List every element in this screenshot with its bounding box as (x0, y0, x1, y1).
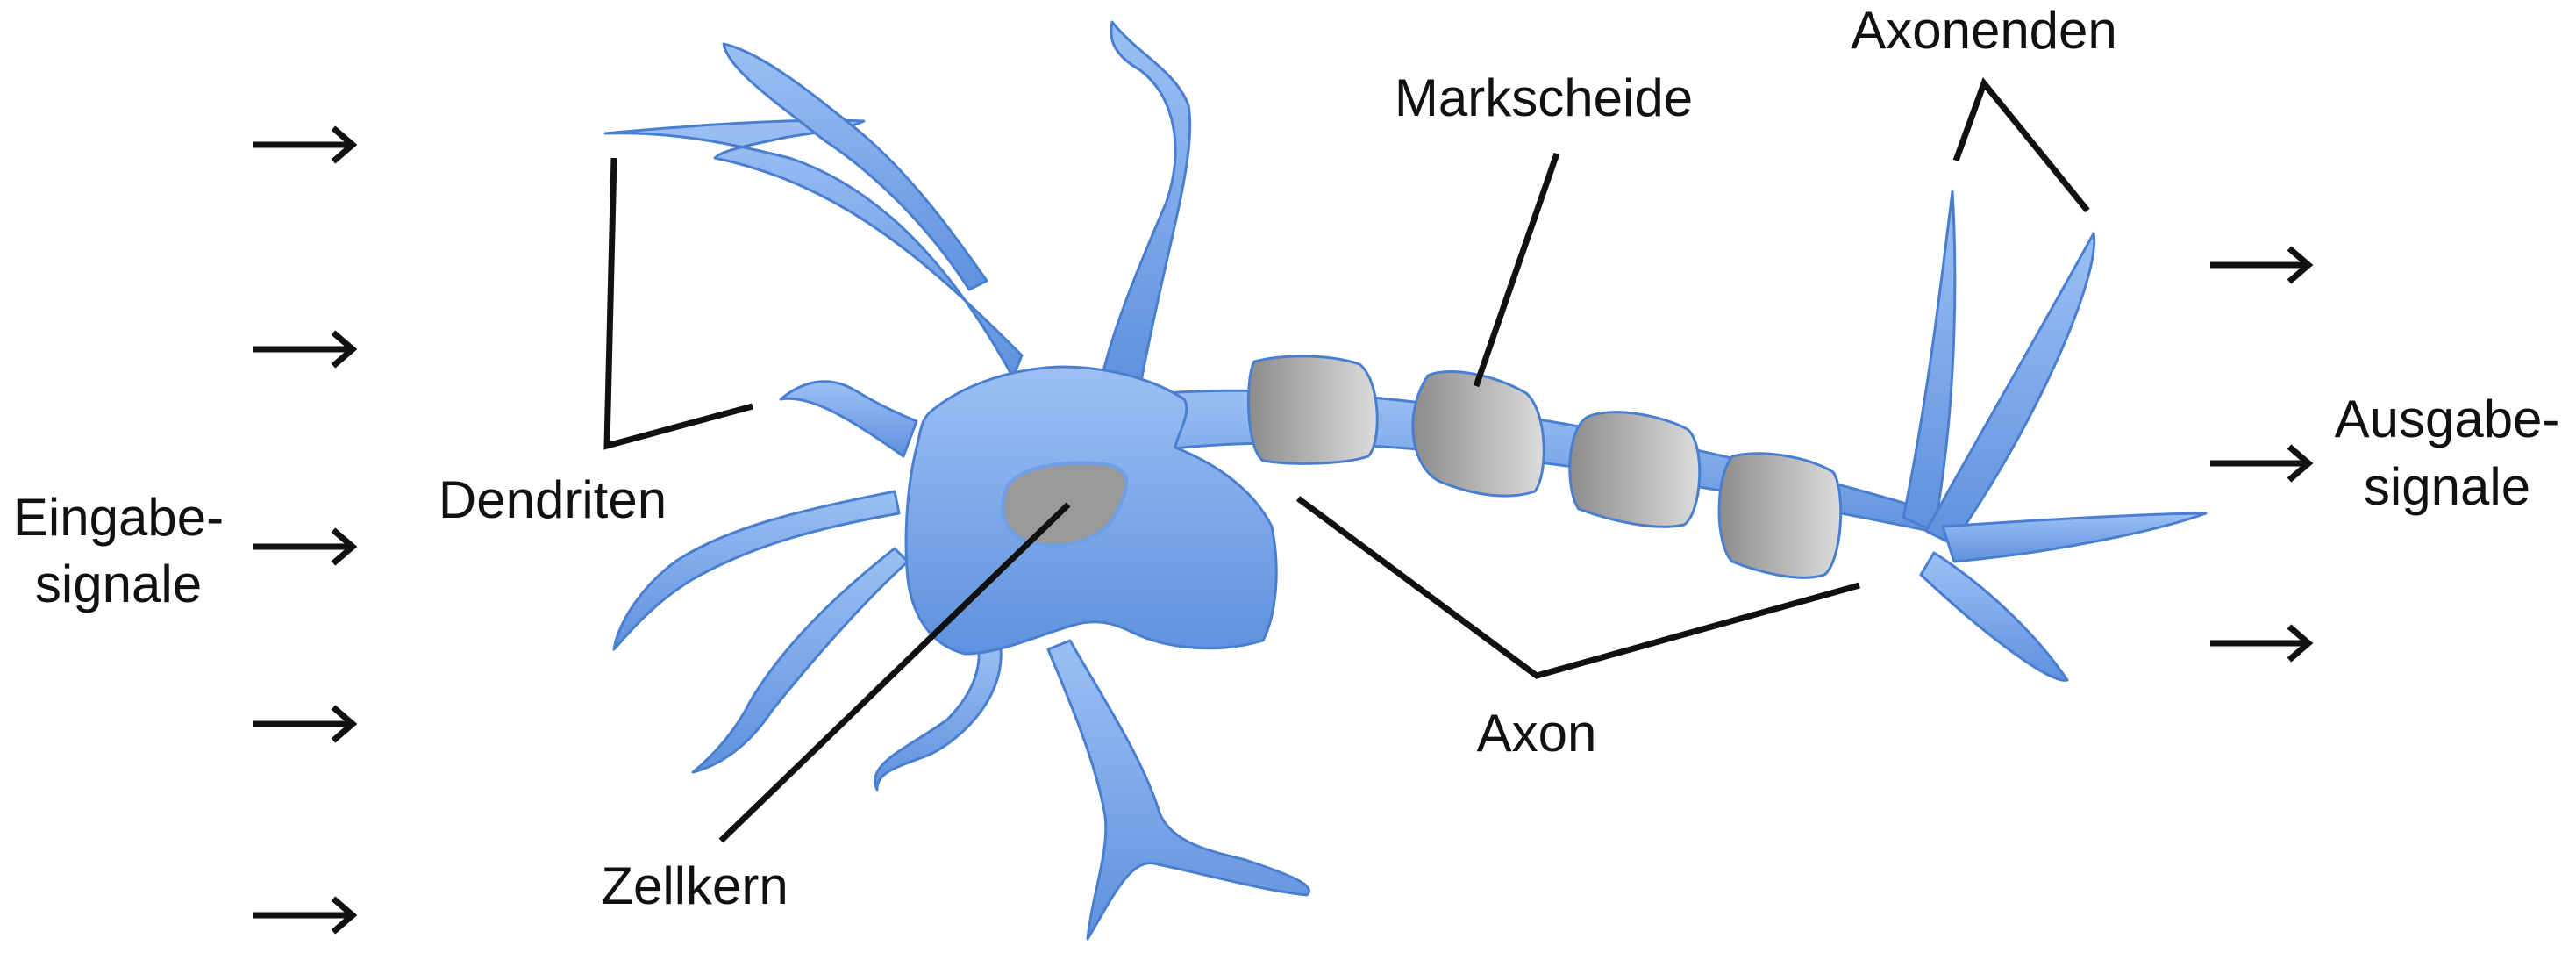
axon-terminal-lower (1919, 551, 2069, 682)
nucleus-leader (718, 502, 1071, 843)
myelin-sheath (1246, 355, 1843, 579)
input-signals-label-line2: signale (35, 555, 202, 613)
myelin-segment-2 (1411, 370, 1545, 498)
axon-terminals-leader (1952, 77, 2090, 213)
output-arrows (2210, 246, 2314, 663)
dendrite-top (1099, 20, 1192, 388)
axon-terminal-right (1941, 512, 2208, 563)
axon-label: Axon (1477, 704, 1597, 763)
input-arrows (253, 125, 358, 935)
axon-leader (1295, 496, 1860, 679)
dendrite-bottom (1046, 639, 1310, 941)
nucleus-label: Zellkern (601, 856, 788, 915)
axon-terminal-upper-right (1924, 232, 2096, 546)
neuron (603, 20, 2208, 941)
myelin-sheath-leader (1473, 152, 1560, 388)
myelin-segment-1 (1246, 355, 1379, 465)
output-signals-label-line1: Ausgabe- (2335, 390, 2560, 448)
dendrite-bottom-left (874, 639, 1003, 792)
myelin-sheath-label: Markscheide (1395, 68, 1693, 127)
dendrite-left-lower (612, 490, 901, 651)
dendrite-lower-left (691, 547, 910, 774)
output-signals-label-line2: signale (2364, 457, 2530, 516)
dendrites-leader (603, 157, 753, 450)
output-arrow-1 (2210, 246, 2314, 284)
labels: Eingabe- signale Dendriten Zellkern Mark… (13, 1, 2560, 915)
input-signals-label-line1: Eingabe- (13, 488, 224, 547)
myelin-segment-3 (1568, 411, 1702, 528)
myelin-segment-4 (1717, 452, 1843, 579)
output-arrow-3 (2210, 624, 2314, 663)
input-arrow-1 (253, 125, 358, 164)
input-arrow-3 (253, 527, 358, 566)
input-arrow-2 (253, 330, 358, 369)
input-arrow-5 (253, 896, 358, 935)
input-arrow-4 (253, 705, 358, 743)
axon-terminals-label: Axonenden (1851, 1, 2117, 60)
dendrite-left (779, 380, 918, 458)
axon-terminal-upper (1902, 190, 1957, 533)
leader-lines (603, 77, 2090, 843)
dendrites-label: Dendriten (439, 470, 667, 529)
dendrite-upper-left-top (722, 42, 988, 291)
output-arrow-2 (2210, 444, 2314, 483)
